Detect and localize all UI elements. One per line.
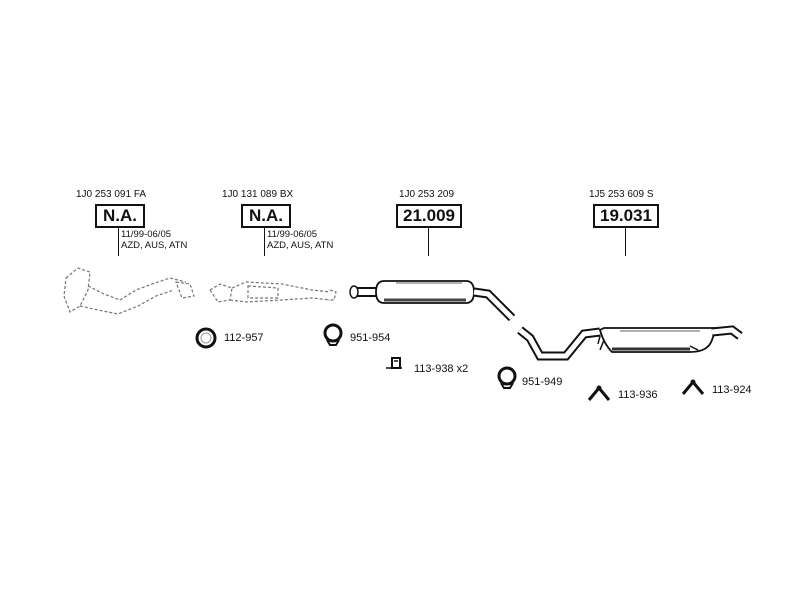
part-note-date: 11/99-06/05: [267, 229, 318, 240]
accessory-code: 113-924: [712, 384, 752, 396]
part-notes: 11/99-06/05 AZD, AUS, ATN: [267, 229, 334, 251]
leader-line: [428, 228, 429, 256]
part-oem-number: 1J0 131 089 BX: [222, 189, 294, 200]
rubber-hanger-icon[interactable]: [680, 376, 706, 398]
catalytic-converter-outline: [209, 281, 337, 303]
part-notes: 11/99-06/05 AZD, AUS, ATN: [121, 229, 188, 251]
front-pipe-outline: [63, 267, 195, 315]
leader-line: [118, 228, 119, 256]
part-oem-number: 1J0 253 209: [399, 189, 455, 200]
rubber-hanger-icon[interactable]: [586, 382, 612, 404]
accessory-code: 951-954: [350, 332, 391, 344]
gasket-ring-icon[interactable]: [194, 326, 218, 350]
part-note-engines: AZD, AUS, ATN: [267, 239, 334, 251]
part-code-box[interactable]: N.A.: [241, 204, 291, 228]
accessory-code: 951-949: [522, 376, 563, 388]
clamp-icon[interactable]: [494, 364, 520, 390]
part-oem-number: 1J0 253 091 FA: [76, 189, 147, 200]
part-code-box[interactable]: 19.031: [593, 204, 659, 228]
leader-line: [264, 228, 265, 256]
accessory-code: 113-938 x2: [414, 363, 469, 375]
bracket-icon[interactable]: [384, 354, 404, 374]
accessory-code: 113-936: [618, 389, 658, 401]
part-note-engines: AZD, AUS, ATN: [121, 239, 188, 251]
leader-line: [625, 228, 626, 256]
part-code-box[interactable]: N.A.: [95, 204, 145, 228]
part-note-date: 11/99-06/05: [121, 229, 172, 240]
part-code-box[interactable]: 21.009: [396, 204, 462, 228]
part-oem-number: 1J5 253 609 S: [589, 189, 654, 200]
clamp-icon[interactable]: [320, 321, 346, 347]
accessory-code: 112-957: [224, 332, 264, 344]
middle-silencer-drawing: [349, 280, 516, 322]
rear-silencer-drawing: [517, 325, 743, 361]
